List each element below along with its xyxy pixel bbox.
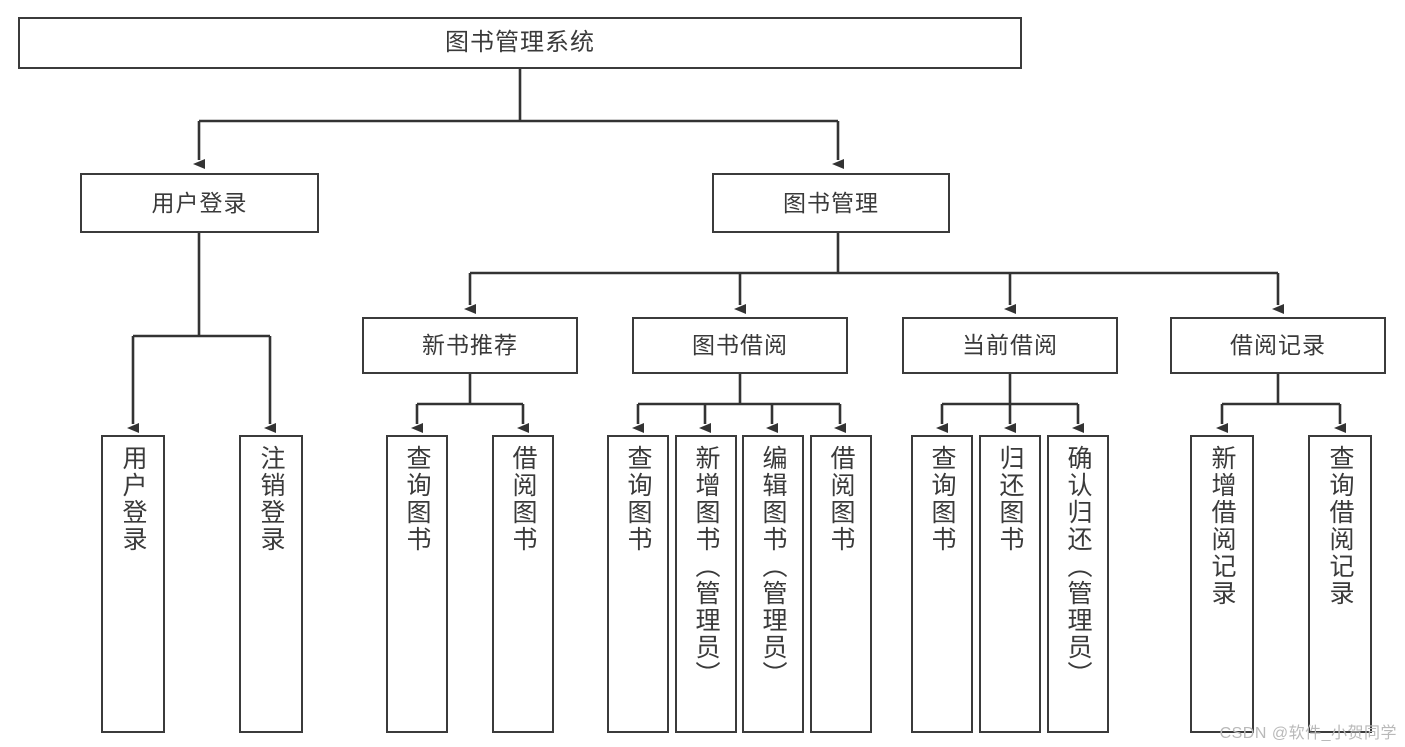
node-label: 用户登录: [119, 445, 147, 553]
node-label: 图书借阅: [692, 332, 788, 359]
leaf-query-book-current[interactable]: 查询图书: [911, 435, 973, 733]
leaf-logout-login[interactable]: 注销登录: [239, 435, 303, 733]
node-label: 借阅图书: [827, 445, 855, 553]
node-book-borrow[interactable]: 图书借阅: [632, 317, 848, 374]
node-label: 借阅记录: [1230, 332, 1326, 359]
node-label: 新增图书（管理员）: [692, 445, 720, 688]
node-label: 查询借阅记录: [1326, 445, 1354, 607]
leaf-edit-book-admin[interactable]: 编辑图书（管理员）: [742, 435, 804, 733]
leaf-user-login[interactable]: 用户登录: [101, 435, 165, 733]
leaf-return-book[interactable]: 归还图书: [979, 435, 1041, 733]
node-label: 当前借阅: [962, 332, 1058, 359]
leaf-add-borrow-record[interactable]: 新增借阅记录: [1190, 435, 1254, 733]
node-label: 归还图书: [996, 445, 1024, 553]
node-label: 查询图书: [403, 445, 431, 553]
node-label: 新增借阅记录: [1208, 445, 1236, 607]
node-label: 确认归还（管理员）: [1064, 445, 1092, 688]
node-label: 注销登录: [257, 445, 285, 553]
node-label: 查询图书: [624, 445, 652, 553]
node-label: 图书管理系统: [445, 29, 595, 57]
node-borrow-record[interactable]: 借阅记录: [1170, 317, 1386, 374]
leaf-query-book-borrow[interactable]: 查询图书: [607, 435, 669, 733]
leaf-borrow-book-recommend[interactable]: 借阅图书: [492, 435, 554, 733]
leaf-query-borrow-record[interactable]: 查询借阅记录: [1308, 435, 1372, 733]
node-new-book-rec[interactable]: 新书推荐: [362, 317, 578, 374]
leaf-borrow-book[interactable]: 借阅图书: [810, 435, 872, 733]
node-label: 用户登录: [151, 189, 248, 216]
node-label: 图书管理: [783, 189, 879, 216]
node-book-manage[interactable]: 图书管理: [712, 173, 950, 233]
node-label: 查询图书: [928, 445, 956, 553]
node-current-borrow[interactable]: 当前借阅: [902, 317, 1118, 374]
node-user-login[interactable]: 用户登录: [80, 173, 319, 233]
csdn-watermark: CSDN @软件_小贺同学: [1219, 725, 1397, 742]
leaf-confirm-return-admin[interactable]: 确认归还（管理员）: [1047, 435, 1109, 733]
leaf-add-book-admin[interactable]: 新增图书（管理员）: [675, 435, 737, 733]
leaf-query-book-recommend[interactable]: 查询图书: [386, 435, 448, 733]
node-label: 借阅图书: [509, 445, 537, 553]
node-label: 编辑图书（管理员）: [759, 445, 787, 688]
node-root-system[interactable]: 图书管理系统: [18, 17, 1022, 69]
node-label: 新书推荐: [422, 332, 518, 359]
